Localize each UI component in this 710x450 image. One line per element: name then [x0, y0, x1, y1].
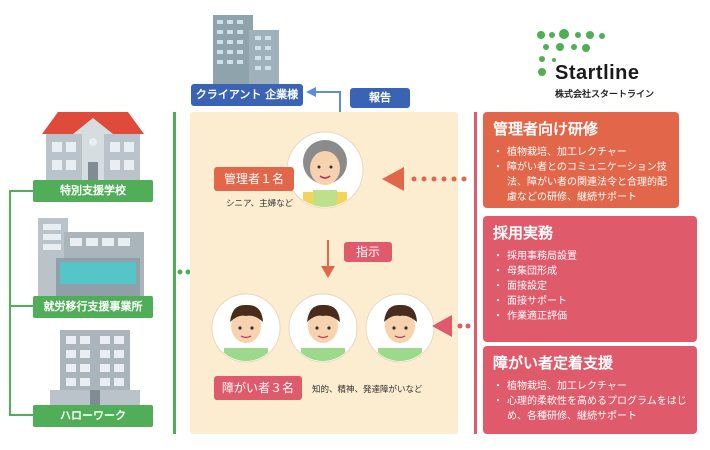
client-building-icon — [213, 15, 279, 85]
service-card-retention-support: 障がい者定着支援 植物栽培、加工レクチャー 心理的柔軟性を高めるプログラムをはじ… — [483, 346, 697, 434]
brand-name: Startline — [555, 62, 640, 84]
service-item: 植物栽培、加工レクチャー — [493, 379, 687, 394]
manager-avatar — [286, 131, 364, 209]
source-special-school: 特別支援学校 — [33, 180, 153, 202]
manager-note: シニア、主婦など — [226, 199, 294, 209]
service-title: 採用実務 — [493, 224, 554, 242]
training-flow-arrow — [382, 167, 467, 191]
source-connector-line — [9, 190, 11, 416]
service-item: 心理的柔軟性を高めるプログラムをはじめ、各種研修、継続サポート — [493, 394, 687, 424]
connector-tick — [9, 305, 33, 307]
instruction-arrow — [321, 240, 335, 278]
workers-label: 障がい者３名 — [214, 376, 302, 400]
connector-tick — [9, 414, 33, 416]
office-building-icon — [38, 218, 144, 296]
connector-tick — [9, 190, 33, 192]
service-item: 面接サポート — [493, 294, 687, 309]
service-item: 採用事務局設置 — [493, 249, 687, 264]
service-card-recruitment: 採用実務 採用事務局設置 母集団形成 面接設定 面接サポート 作業適正評価 — [483, 216, 697, 342]
school-icon — [42, 112, 144, 180]
startline-logo-icon — [537, 29, 605, 76]
manager-label: 管理者１名 — [214, 167, 294, 191]
service-title: 管理者向け研修 — [493, 120, 599, 138]
service-item: 障がい者とのコミュニケーション技法、障がい者の関連法令と合理的配慮などの研修、継… — [493, 160, 669, 205]
source-hello-work: ハローワーク — [33, 405, 153, 427]
divider-line-right — [474, 112, 477, 434]
service-card-manager-training: 管理者向け研修 植物栽培、加工レクチャー 障がい者とのコミュニケーション技法、障… — [483, 112, 679, 208]
report-label: 報告 — [350, 88, 410, 108]
worker-avatar — [365, 293, 435, 363]
brand-company: 株式会社スタートライン — [555, 90, 655, 100]
service-item: 面接設定 — [493, 279, 687, 294]
workers-note: 知的、精神、発達障がいなど — [312, 385, 423, 395]
service-item: 植物栽培、加工レクチャー — [493, 145, 669, 160]
worker-avatar — [211, 293, 281, 363]
divider-line-left — [173, 112, 176, 434]
service-title: 障がい者定着支援 — [493, 354, 614, 372]
hello-work-building-icon — [50, 330, 140, 405]
service-item: 母集団形成 — [493, 264, 687, 279]
client-label: クライアント 企業様 — [191, 84, 303, 106]
service-item: 作業適正評価 — [493, 309, 687, 324]
support-flow-arrow — [432, 315, 471, 337]
source-employment-transition: 就労移行支援事業所 — [33, 296, 153, 318]
instruction-label: 指示 — [344, 242, 392, 262]
worker-avatar — [288, 293, 358, 363]
